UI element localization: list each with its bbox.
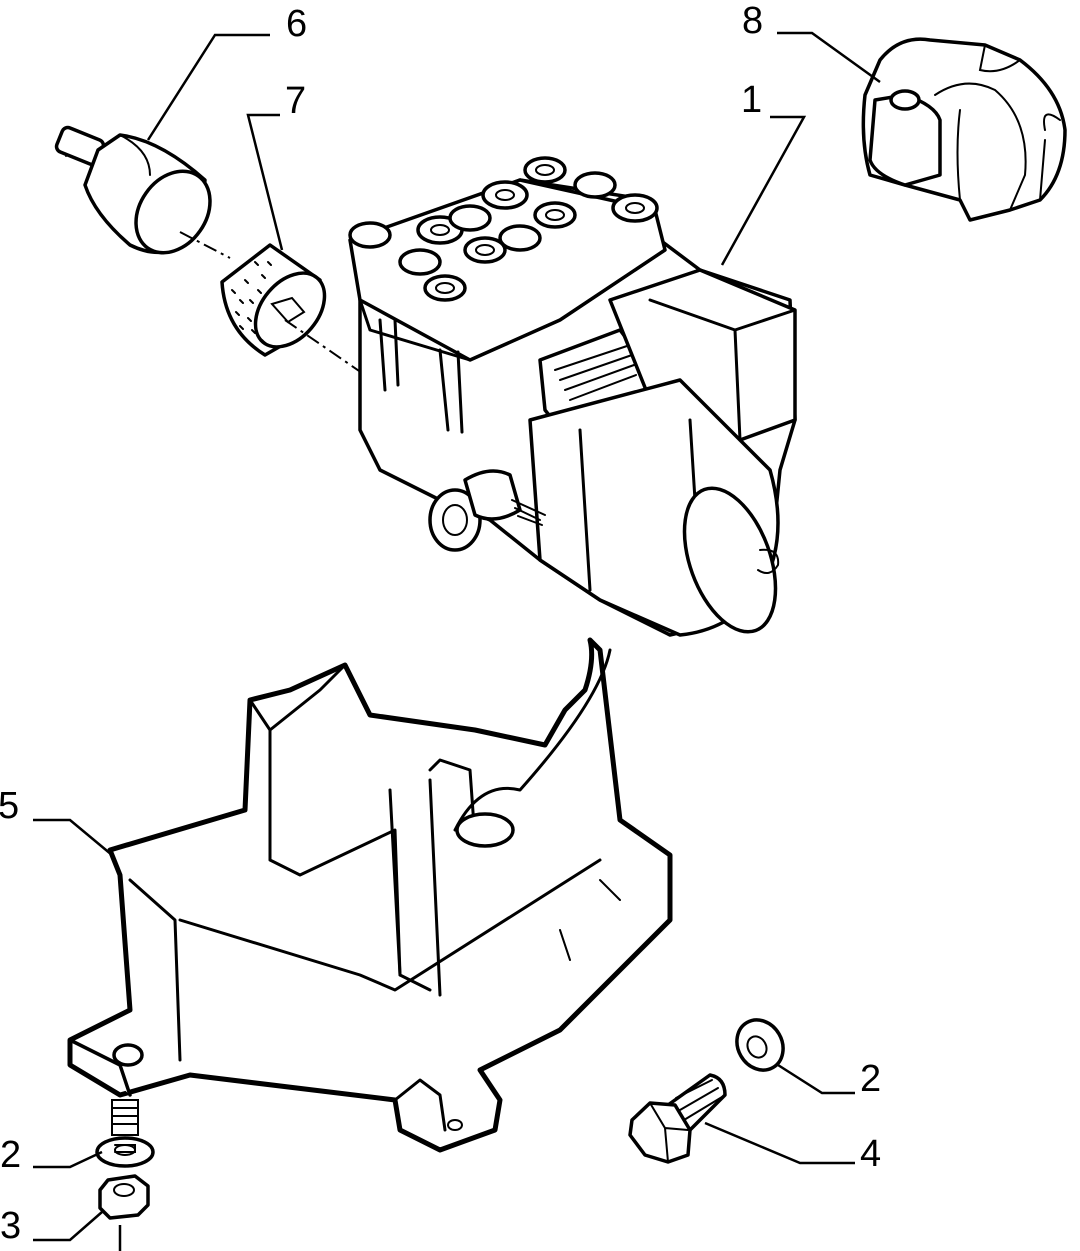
hydraulic-control-unit-part [348,156,797,637]
leader-line-7 [246,113,284,251]
callout-label-6: 6 [286,3,307,45]
leader-line-8 [777,31,881,84]
callout-label-2-left: 2 [0,1134,21,1176]
leader-line-2a [777,1063,855,1095]
flat-washer-part [735,1018,785,1072]
hex-bolt-part [628,1073,727,1164]
leader-line-5 [33,818,113,856]
rubber-mount-stud-part [54,125,212,255]
assembly-axis-line [179,231,231,259]
callout-label-3: 3 [0,1205,21,1247]
callout-label-5: 5 [0,785,19,827]
support-bracket-part [67,637,673,1153]
leader-line-1 [720,115,807,266]
callout-label-2-right: 2 [860,1058,881,1100]
assembly-axis-line [284,319,366,376]
leader-line-4 [704,1121,855,1165]
callout-label-8: 8 [742,0,763,42]
leader-line-3 [33,1211,103,1242]
bracket-clip-part [861,37,1067,222]
hex-nut-part [98,1174,150,1220]
leader-line-6 [146,33,270,141]
leader-line-2b [33,1150,103,1169]
callout-label-4: 4 [860,1133,881,1175]
rubber-bushing-part [220,243,327,357]
callout-label-1: 1 [741,79,762,121]
callout-label-7: 7 [285,80,306,122]
spring-washer-part [95,1136,155,1168]
callout-leader-lines [33,31,881,1251]
